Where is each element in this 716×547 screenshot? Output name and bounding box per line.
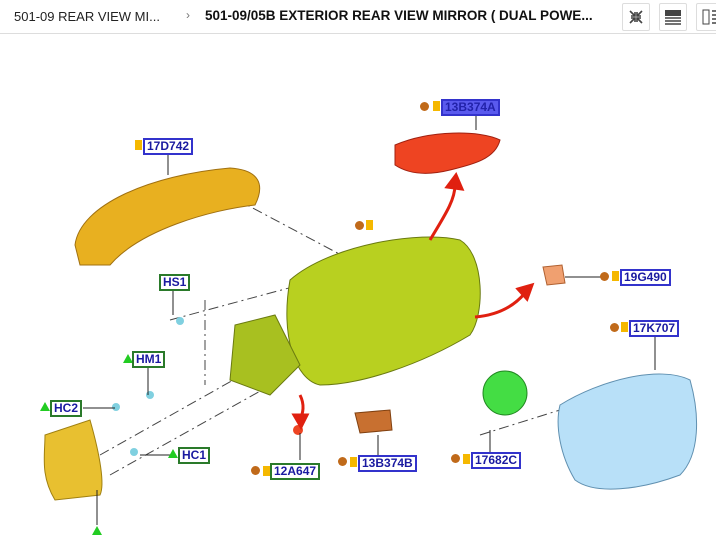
part-dot-icon — [610, 323, 619, 332]
part-marker-icon — [350, 457, 357, 467]
part-dot-icon — [338, 457, 347, 466]
turn-signal-lamp — [394, 132, 501, 174]
header-bar: 501-09 REAR VIEW MI... › 501-09/05B EXTE… — [0, 0, 716, 34]
part-marker-icon — [463, 454, 470, 464]
screw-hc1 — [130, 448, 138, 456]
hardware-triangle-icon — [123, 354, 133, 363]
callout-19G490[interactable]: 19G490 — [620, 269, 671, 286]
part-marker-icon — [366, 220, 373, 230]
list-view-icon — [665, 10, 681, 25]
part-dot-icon — [251, 466, 260, 475]
screw-hs1 — [176, 317, 184, 325]
part-marker-icon — [612, 271, 619, 281]
callout-HS1[interactable]: HS1 — [159, 274, 191, 291]
callout-HC2[interactable]: HC2 — [50, 400, 83, 417]
part-dot-icon — [420, 102, 429, 111]
mirror-glass — [557, 373, 697, 490]
part-marker-icon — [621, 322, 628, 332]
part-dot-icon — [355, 221, 364, 230]
split-view-button[interactable] — [696, 3, 716, 31]
breadcrumb-current: 501-09/05B EXTERIOR REAR VIEW MIRROR ( D… — [205, 8, 593, 23]
hardware-triangle-icon — [40, 402, 50, 411]
part-marker-icon — [135, 140, 142, 150]
breadcrumb-parent[interactable]: 501-09 REAR VIEW MI... — [14, 9, 160, 24]
part-dot-icon — [600, 272, 609, 281]
part-marker-icon — [263, 466, 270, 476]
callout-12A647[interactable]: 12A647 — [270, 463, 321, 480]
list-view-button[interactable] — [659, 3, 687, 31]
hardware-triangle-icon — [168, 449, 178, 458]
screw-hc2 — [112, 403, 120, 411]
actuator-motor — [482, 370, 528, 416]
part-marker-icon — [433, 101, 440, 111]
screw-hm1 — [146, 391, 154, 399]
callout-HM1[interactable]: HM1 — [132, 351, 166, 368]
callout-13B374B[interactable]: 13B374B — [358, 455, 417, 472]
mirror-base — [229, 314, 301, 396]
callout-17682C[interactable]: 17682C — [471, 452, 522, 469]
callout-13B374A[interactable]: 13B374A — [441, 99, 500, 116]
split-view-icon — [702, 9, 716, 25]
mirror-housing — [286, 236, 481, 386]
sail-cover — [43, 419, 103, 501]
callout-HC1[interactable]: HC1 — [178, 447, 211, 464]
puddle-lamp — [354, 409, 393, 434]
collapse-icon — [629, 10, 643, 24]
callout-17K707[interactable]: 17K707 — [629, 320, 680, 337]
breadcrumb-separator: › — [186, 8, 190, 22]
connector — [542, 264, 566, 286]
mirror-cap — [74, 167, 261, 266]
exploded-diagram — [43, 108, 697, 525]
part-dot-icon — [451, 454, 460, 463]
collapse-button[interactable] — [622, 3, 650, 31]
callout-17D742[interactable]: 17D742 — [143, 138, 194, 155]
hardware-triangle-icon — [92, 526, 102, 535]
